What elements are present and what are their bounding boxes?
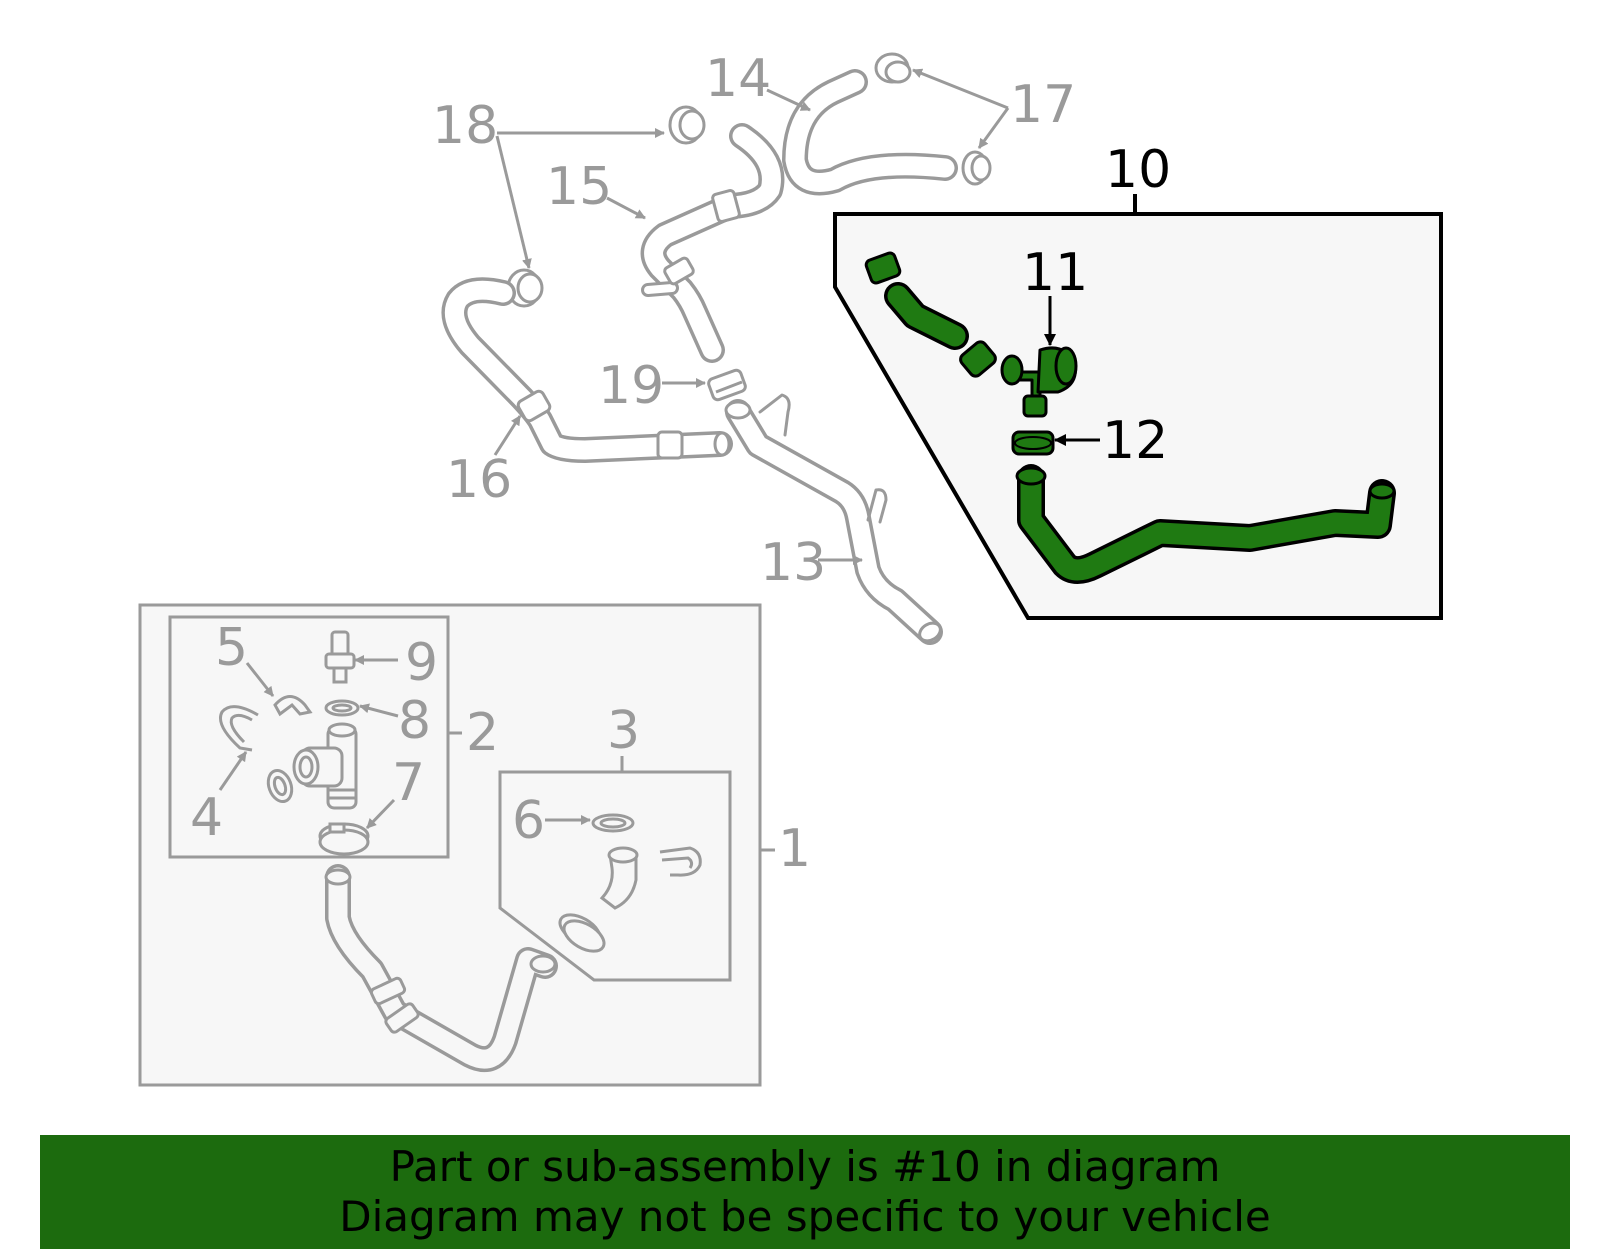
- part-14-hose: [782, 69, 958, 196]
- leader-lines: [218, 68, 1100, 830]
- part-16-hose: [441, 277, 733, 463]
- part-o-ring-small: [266, 769, 294, 803]
- callout-9: 9: [405, 633, 438, 693]
- part-3-elbow: [599, 846, 639, 910]
- callout-11: 11: [1022, 243, 1088, 303]
- part-19-clamp: [707, 368, 747, 402]
- callout-15: 15: [546, 157, 612, 217]
- part-17-clamps: [874, 52, 992, 186]
- part-10-hose-assembly: [864, 251, 1396, 584]
- callout-10: 10: [1105, 140, 1171, 200]
- part-15-hose: [640, 123, 785, 363]
- part-2-connector: [292, 722, 358, 810]
- banner-line-2: Diagram may not be specific to your vehi…: [339, 1192, 1271, 1241]
- callout-3: 3: [607, 701, 640, 761]
- callout-8: 8: [398, 691, 431, 751]
- callout-2: 2: [466, 703, 499, 763]
- assembly-1-hose: [324, 864, 558, 1072]
- callout-6: 6: [512, 791, 545, 851]
- callout-7: 7: [392, 753, 425, 813]
- callout-13: 13: [760, 533, 826, 593]
- part-8-o-ring: [324, 699, 360, 717]
- callout-1: 1: [778, 819, 811, 879]
- callout-19: 19: [598, 356, 664, 416]
- callout-14: 14: [705, 49, 771, 109]
- part-18-clamps: [506, 105, 706, 308]
- part-3-clamp: [558, 913, 606, 953]
- info-banner: Part or sub-assembly is #10 in diagram D…: [40, 1135, 1570, 1249]
- part-3-clip: [659, 846, 702, 877]
- callout-5: 5: [215, 618, 248, 678]
- part-5-clip: [273, 695, 313, 717]
- assembly-1-panel: [138, 603, 775, 1087]
- part-7-clamp: [318, 822, 370, 856]
- callout-17: 17: [1010, 75, 1076, 135]
- callout-18: 18: [432, 96, 498, 156]
- callout-4: 4: [190, 788, 223, 848]
- callout-labels: 18 14 17 15 19 16 13 5 9 8 2 3 7 4 6 1 1…: [190, 49, 1171, 879]
- callout-16: 16: [446, 450, 512, 510]
- callout-12: 12: [1102, 411, 1168, 471]
- part-4-hose-clip: [219, 705, 259, 752]
- banner-line-1: Part or sub-assembly is #10 in diagram: [389, 1142, 1221, 1191]
- part-6-o-ring: [591, 813, 635, 833]
- part-13-pipe: [724, 393, 943, 645]
